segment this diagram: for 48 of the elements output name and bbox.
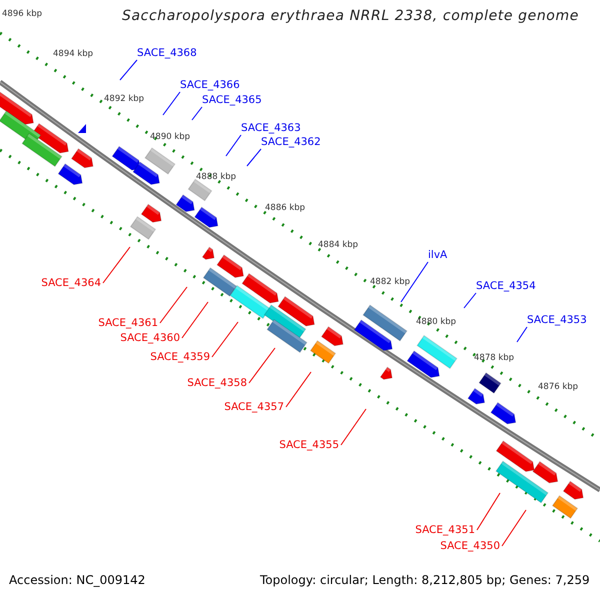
scale-label: 4894 kbp [53,48,94,61]
scale-label: 4886 kbp [265,202,306,215]
gene-label: SACE_4364 [41,277,101,290]
gene-label: SACE_4365 [202,94,262,107]
gene-label: SACE_4357 [224,401,284,414]
scale-label: 4890 kbp [150,131,190,144]
leader-line [226,134,242,156]
scale-label: 4884 kbp [318,239,358,252]
leader-line [102,246,130,284]
gene-label: SACE_4350 [440,540,500,553]
gene-label: SACE_4354 [476,280,536,293]
leader-line [246,148,262,166]
gene-label: SACE_4353 [527,314,587,327]
gene-label: SACE_4363 [241,122,301,135]
leader-line [120,60,138,80]
scale-label: 4896 kbp [2,8,42,21]
leader-line [502,510,526,546]
leader-line [162,92,180,116]
gene-label: SACE_4368 [137,47,197,60]
gene-label: SACE_4358 [187,377,247,390]
leader-line [286,372,312,408]
scale-label: 4876 kbp [538,381,578,394]
gene-label: SACE_4362 [261,136,321,149]
gene-label: SACE_4355 [279,439,339,452]
scale-label: 4892 kbp [104,93,144,106]
topology-text: Topology: circular; Length: 8,212,805 bp; Genes: 7,259 [260,574,590,587]
scale-label: 4882 kbp [370,276,410,289]
leader-line [248,348,276,384]
leader-line [464,292,476,308]
gene-label: SACE_4359 [150,351,210,364]
gene-label: SACE_4361 [98,317,158,330]
gene-label: SACE_4360 [120,332,180,345]
scale-label: 4888 kbp [196,171,236,184]
title: Saccharopolyspora erythraea NRRL 2338, complete genome [122,10,579,23]
gene-label: SACE_4351 [415,524,475,537]
leader-line [516,326,528,342]
accession-text: Accession: NC_009142 [9,574,146,587]
leader-line [476,492,500,530]
gene-label: ilvA [428,249,448,262]
scale-label: 4880 kbp [416,316,456,329]
gene-label: SACE_4366 [180,79,240,92]
leader-line [340,408,366,446]
leader-line [160,286,188,324]
leader-line [400,262,428,302]
scale-label: 4878 kbp [474,352,514,365]
leader-line [212,322,238,358]
leader-line [182,302,208,338]
leader-line [192,106,202,120]
